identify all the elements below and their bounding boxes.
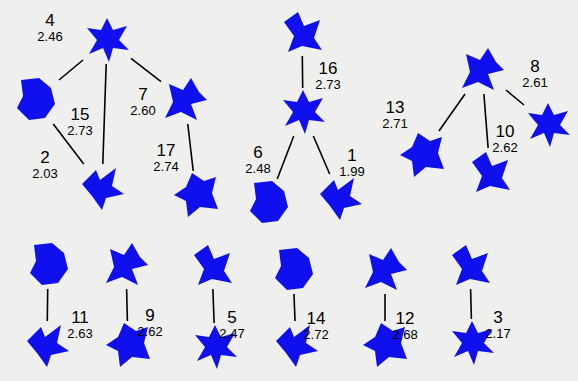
- connector: [301, 56, 303, 88]
- edge-label: 17 2.74: [151, 142, 181, 175]
- edge-label: 10 2.62: [490, 123, 520, 156]
- blob-outline: [172, 171, 220, 219]
- blob-fill: [87, 18, 129, 62]
- connector: [506, 90, 524, 105]
- connector: [294, 294, 295, 321]
- blob-outline: [24, 241, 72, 289]
- blob-fill: [82, 168, 124, 210]
- connector: [59, 60, 83, 80]
- blob-shape: [244, 179, 292, 227]
- blob-shape: [278, 8, 326, 56]
- blob-shape: [269, 246, 317, 294]
- blob-fill: [165, 78, 207, 120]
- connector: [277, 136, 294, 179]
- blob-outline: [361, 246, 409, 294]
- blob-shape: [161, 76, 209, 124]
- blob-shape: [316, 174, 364, 222]
- blob-fill: [284, 12, 322, 52]
- edge-label: 6 2.48: [243, 144, 273, 177]
- connector: [46, 289, 48, 321]
- blob-outline: [23, 321, 71, 369]
- blob-outline: [161, 76, 209, 124]
- blob-shape: [279, 88, 327, 136]
- edge-label: 5 2.47: [217, 309, 247, 342]
- blob-shape: [102, 241, 150, 289]
- blob-fill: [462, 48, 504, 90]
- edge-label: 3 2.17: [483, 309, 513, 342]
- connector: [188, 124, 193, 171]
- edge-label: 1 1.99: [337, 147, 367, 180]
- blob-fill: [275, 248, 313, 290]
- blob-fill: [528, 103, 570, 147]
- blob-fill: [27, 325, 69, 367]
- blob-shape: [83, 16, 131, 64]
- blob-outline: [466, 148, 514, 196]
- blob-outline: [316, 174, 364, 222]
- blob-fill: [30, 243, 68, 285]
- edge-label: 11 2.63: [65, 309, 95, 342]
- blob-outline: [278, 8, 326, 56]
- edge-label: 12 2.68: [390, 310, 420, 343]
- connector: [439, 94, 465, 131]
- blob-fill: [365, 248, 407, 290]
- connector: [103, 64, 106, 164]
- edge-label: 15 2.73: [65, 106, 95, 139]
- blob-fill: [106, 243, 148, 285]
- blob-shape: [78, 164, 126, 212]
- blob-fill: [452, 245, 490, 285]
- connector: [131, 58, 161, 81]
- blob-outline: [398, 131, 446, 179]
- connector: [313, 136, 329, 174]
- edge-label: 2 2.03: [30, 149, 60, 182]
- edge-label: 9 2.62: [135, 307, 165, 340]
- blob-shape: [398, 131, 446, 179]
- blob-shape: [524, 101, 572, 149]
- blob-outline: [83, 16, 131, 64]
- edge-label: 8 2.61: [520, 58, 550, 91]
- blob-fill: [17, 78, 55, 120]
- edge-label: 7 2.60: [128, 86, 158, 119]
- edge-label: 14 2.72: [301, 310, 331, 343]
- blob-fill: [250, 181, 288, 223]
- blob-outline: [458, 46, 506, 94]
- blob-outline: [78, 164, 126, 212]
- connector: [213, 289, 214, 323]
- blob-outline: [524, 101, 572, 149]
- blob-outline: [446, 241, 494, 289]
- connector: [484, 94, 488, 148]
- blob-outline: [11, 76, 59, 124]
- blob-outline: [188, 241, 236, 289]
- blob-fill: [174, 173, 218, 217]
- edge-label: 4 2.46: [35, 12, 65, 45]
- blob-fill: [400, 133, 444, 177]
- blob-fill: [472, 152, 510, 192]
- connector: [470, 289, 472, 319]
- blob-shape: [458, 46, 506, 94]
- blob-outline: [269, 246, 317, 294]
- blob-fill: [194, 245, 232, 285]
- blob-shape: [446, 241, 494, 289]
- connector: [126, 289, 128, 321]
- connector: [384, 294, 386, 321]
- blob-outline: [102, 241, 150, 289]
- blob-shape: [11, 76, 59, 124]
- edge-label: 13 2.71: [380, 99, 410, 132]
- blob-shape: [188, 241, 236, 289]
- blob-shape: [24, 241, 72, 289]
- blob-shape: [172, 171, 220, 219]
- edge-label: 16 2.73: [313, 60, 343, 93]
- blob-outline: [244, 179, 292, 227]
- blob-shape: [466, 148, 514, 196]
- blob-shape: [361, 246, 409, 294]
- blob-shape: [23, 321, 71, 369]
- blob-fill: [283, 90, 325, 134]
- blob-fill: [320, 178, 362, 220]
- blob-outline: [279, 88, 327, 136]
